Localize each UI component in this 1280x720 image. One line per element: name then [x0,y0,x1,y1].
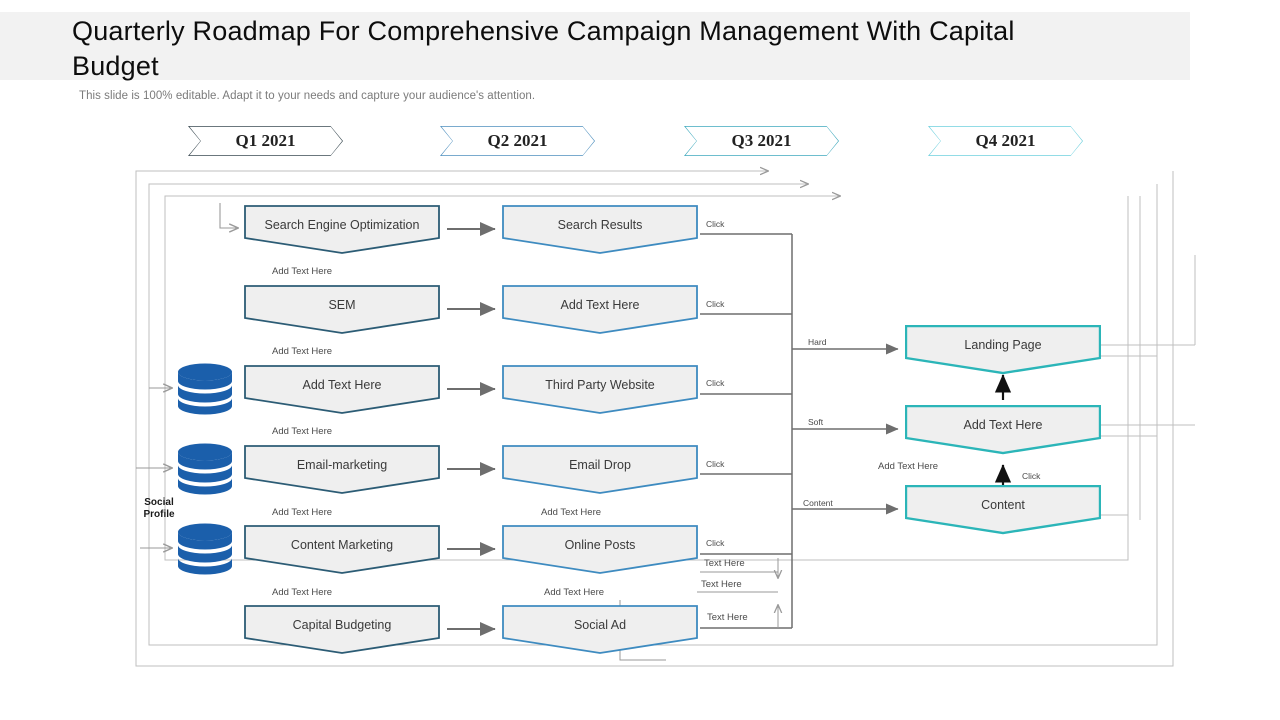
connector-label-text-here-1: Text Here [704,558,745,569]
caption-q1-4: Add Text Here [272,507,333,518]
caption-q2-2: Add Text Here [544,587,605,598]
pentagon-shape-icon [244,525,440,574]
flow-box-q4-2[interactable]: Add Text Here [905,405,1101,455]
quarter-label-q3: Q3 2021 [731,131,792,150]
flow-box-q4-1[interactable]: Landing Page [905,325,1101,375]
caption-q1-5: Add Text Here [272,587,333,598]
flow-box-q1-2[interactable]: SEM [244,285,440,335]
flow-box-label: Capital Budgeting [292,618,392,632]
connector-label-text-here-2: Text Here [701,579,742,590]
flow-box-label: Add Text Here [302,378,382,392]
caption-q4-click: Click [1022,471,1041,481]
flow-box-q4-3[interactable]: Content [905,485,1101,535]
connector-label-soft: Soft [808,417,824,427]
pentagon-shape-icon [905,485,1101,535]
pentagon-shape-icon [244,445,440,494]
quarter-banner-q4[interactable]: Q4 2021 [928,126,1083,156]
caption-q1-3: Add Text Here [272,426,333,437]
flow-box-label: Email Drop [569,458,631,472]
flow-box-label: SEM [328,298,356,312]
flow-box-label: Search Engine Optimization [264,218,420,232]
flow-box-q1-1[interactable]: Search Engine Optimization [244,205,440,255]
flow-box-label: Content [981,498,1025,512]
pentagon-shape-icon [502,525,698,574]
pentagon-shape-icon [502,365,698,414]
database-icon-3 [176,522,234,576]
pentagon-shape-icon [502,445,698,494]
flow-box-label: Email-marketing [296,458,388,472]
connector-label-hard: Hard [808,337,827,347]
caption-q1-1: Add Text Here [272,266,333,277]
quarter-label-q2: Q2 2021 [487,131,548,150]
caption-q2-1: Add Text Here [541,507,602,518]
database-icon-2 [176,442,234,496]
flow-box-label: Content Marketing [290,538,394,552]
quarter-banner-q2[interactable]: Q2 2021 [440,126,595,156]
flow-box-q2-6[interactable]: Social Ad [502,605,698,655]
connector-label-click-5: Click [706,538,725,548]
caption-q1-2: Add Text Here [272,346,333,357]
flow-box-q1-5[interactable]: Content Marketing [244,525,440,575]
pentagon-shape-icon [244,365,440,414]
connector-label-content: Content [803,498,833,508]
page-subtitle: This slide is 100% editable. Adapt it to… [79,90,536,102]
connector-label-text-here-3: Text Here [707,612,748,623]
title-background-band [0,12,1190,80]
flow-box-q1-6[interactable]: Capital Budgeting [244,605,440,655]
flow-box-label: Social Ad [573,618,627,632]
flow-box-label: Add Text Here [560,298,640,312]
flow-box-q1-3[interactable]: Add Text Here [244,365,440,415]
flow-box-label: Search Results [557,218,643,232]
pentagon-shape-icon [244,205,440,254]
quarter-label-q1: Q1 2021 [235,131,296,150]
flow-box-q2-1[interactable]: Search Results [502,205,698,255]
connector-label-click-3: Click [706,378,725,388]
flow-box-q2-2[interactable]: Add Text Here [502,285,698,335]
pentagon-shape-icon [502,205,698,254]
database-icon-1 [176,362,234,416]
flow-box-q2-5[interactable]: Online Posts [502,525,698,575]
flow-box-q1-4[interactable]: Email-marketing [244,445,440,495]
social-profile-line1: Social [144,497,174,508]
flow-box-label: Landing Page [964,338,1042,352]
flow-box-label: Online Posts [564,538,636,552]
pentagon-shape-icon [244,605,440,654]
quarter-banner-q1[interactable]: Q1 2021 [188,126,343,156]
pentagon-shape-icon [502,605,698,654]
quarter-label-q4: Q4 2021 [975,131,1036,150]
flow-box-q2-4[interactable]: Email Drop [502,445,698,495]
connector-label-click-1: Click [706,219,725,229]
flow-box-q2-3[interactable]: Third Party Website [502,365,698,415]
pentagon-shape-icon [905,325,1101,375]
flow-box-label: Third Party Website [545,378,655,392]
caption-q4-add-text: Add Text Here [878,461,939,472]
connector-label-click-2: Click [706,299,725,309]
flow-box-label: Add Text Here [963,418,1043,432]
social-profile-label: Social Profile [133,497,185,521]
pentagon-shape-icon [905,405,1101,455]
page-title: Quarterly Roadmap For Comprehensive Camp… [72,16,1015,81]
pentagon-shape-icon [244,285,440,334]
pentagon-shape-icon [502,285,698,334]
connector-label-click-4: Click [706,459,725,469]
social-profile-line2: Profile [143,509,175,520]
